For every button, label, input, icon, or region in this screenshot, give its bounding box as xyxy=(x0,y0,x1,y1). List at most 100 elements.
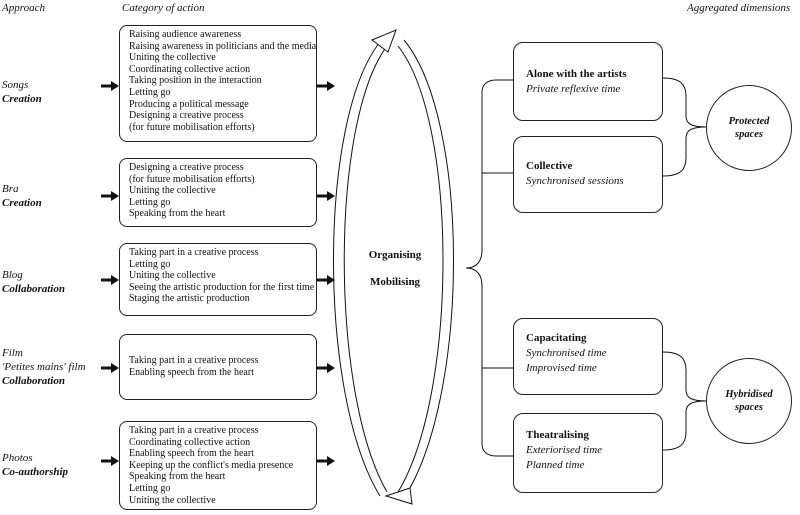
dimension-title: Theatralising xyxy=(526,429,589,441)
approach-name: Film xyxy=(2,347,23,359)
approach-mode: Co-authorship xyxy=(2,466,69,478)
action-item: Speaking from the heart xyxy=(129,208,226,220)
action-item: Uniting the collective xyxy=(129,185,216,197)
actions-box-blog: Taking part in a creative process Lettin… xyxy=(119,243,317,316)
action-item: Taking part in a creative process xyxy=(129,425,259,436)
arrowhead-bra-in xyxy=(111,191,119,201)
cycle-arrowhead-bottom xyxy=(384,487,413,505)
brace-hybridised-top xyxy=(662,351,707,402)
approach-name: Bra xyxy=(2,183,19,195)
approach-mode: Collaboration xyxy=(2,375,65,387)
arrowhead-blog-out xyxy=(327,275,335,285)
action-item: Designing a creative process xyxy=(129,110,244,122)
aggregate-label: Hybridised xyxy=(725,389,773,400)
action-item: Taking position in the interaction xyxy=(129,75,262,87)
aggregate-label: Protected xyxy=(728,116,770,127)
cycle-arrowhead-top xyxy=(371,29,397,53)
action-item: Seeing the artistic production for the f… xyxy=(129,281,315,293)
action-item: Letting go xyxy=(129,196,171,208)
dimension-subtitle: Synchronised sessions xyxy=(526,175,624,187)
header-approach: Approach xyxy=(2,2,45,14)
header-category: Category of action xyxy=(122,2,205,14)
action-item: Taking part in a creative process xyxy=(129,355,259,366)
dimension-subtitle: Planned time xyxy=(526,459,585,471)
actions-box-film: Taking part in a creative process Enabli… xyxy=(119,334,317,400)
dimension-alone-with-artists: Alone with the artists Private reflexive… xyxy=(513,42,663,121)
approach-film: Film 'Petites mains' film Collaboration xyxy=(2,346,86,388)
dimension-collective: Collective Synchronised sessions xyxy=(513,136,663,213)
cycle-left-inner xyxy=(343,45,388,493)
approach-name: Photos xyxy=(2,452,33,464)
cycle-left-outer xyxy=(333,41,381,497)
aggregate-label: spaces xyxy=(735,402,763,413)
arrowhead-bra-out xyxy=(327,191,335,201)
action-item: Keeping up the conflict's media presence xyxy=(129,459,294,471)
dimension-capacitating: Capacitating Synchronised time Improvise… xyxy=(513,318,663,395)
action-item: Coordinating collective action xyxy=(129,63,251,75)
dimension-subtitle: Synchronised time xyxy=(526,347,607,359)
action-item: Taking part in a creative process xyxy=(129,247,259,258)
action-item: Uniting the collective xyxy=(129,52,216,64)
action-item: Letting go xyxy=(129,258,171,270)
action-item: Uniting the collective xyxy=(129,270,216,282)
dimension-subtitle: Private reflexive time xyxy=(526,83,621,95)
action-item: (for future mobilisation efforts) xyxy=(129,173,255,185)
arrowhead-songs-out xyxy=(327,81,335,91)
aggregate-label: spaces xyxy=(734,129,763,140)
aggregate-hybridised-spaces: Hybridised spaces xyxy=(706,358,792,444)
action-item: Producing a political message xyxy=(129,98,249,110)
action-item: (for future mobilisation efforts) xyxy=(129,121,255,133)
arrowhead-film-out xyxy=(327,363,335,373)
dimension-title: Alone with the artists xyxy=(526,68,627,80)
actions-box-bra: Designing a creative process (for future… xyxy=(119,158,317,227)
action-item: Letting go xyxy=(129,86,171,98)
aggregate-protected-spaces: Protected spaces xyxy=(706,85,792,171)
braces-to-aggregates xyxy=(662,77,707,451)
action-item: Coordinating collective action xyxy=(129,436,251,448)
approach-mode: Creation xyxy=(2,197,42,209)
center-organising: Organising xyxy=(368,249,422,261)
action-item: Enabling speech from the heart xyxy=(129,448,254,460)
approach-photos: Photos Co-authorship xyxy=(2,451,68,479)
cycle-right-outer xyxy=(403,39,454,499)
output-arrows xyxy=(317,81,335,466)
dimension-title: Collective xyxy=(526,160,573,172)
action-item: Designing a creative process xyxy=(129,162,244,173)
action-item: Enabling speech from the heart xyxy=(129,366,254,378)
brace-protected-top xyxy=(662,77,707,128)
arrowhead-film-in xyxy=(111,363,119,373)
dimension-title: Capacitating xyxy=(526,332,587,344)
approach-blog: Blog Collaboration xyxy=(2,268,65,296)
approach-mode: Creation xyxy=(2,93,42,105)
cycle-arrows xyxy=(333,29,454,505)
approach-name-secondary: 'Petites mains' film xyxy=(2,361,86,373)
approach-name: Songs xyxy=(2,79,29,91)
arrowhead-photos-out xyxy=(327,456,335,466)
dimension-theatralising: Theatralising Exteriorised time Planned … xyxy=(513,413,663,493)
dimension-subtitle: Improvised time xyxy=(526,362,597,374)
actions-box-songs: Raising audience awareness Raising aware… xyxy=(119,25,317,142)
action-item: Letting go xyxy=(129,482,171,494)
approach-songs: Songs Creation xyxy=(2,78,42,106)
brace-protected-bottom xyxy=(662,126,707,177)
bracket-lower xyxy=(465,267,513,457)
arrowhead-blog-in xyxy=(111,275,119,285)
arrowhead-songs-in xyxy=(111,81,119,91)
approach-name: Blog xyxy=(2,269,23,281)
action-item: Speaking from the heart xyxy=(129,471,226,483)
brace-hybridised-bottom xyxy=(662,400,707,451)
approach-bra: Bra Creation xyxy=(2,182,42,210)
header-aggregated: Aggregated dimensions xyxy=(687,2,791,14)
approach-mode: Collaboration xyxy=(2,283,65,295)
action-item: Raising awareness in politicians and the… xyxy=(129,40,317,52)
bracket-right xyxy=(465,79,513,457)
dimension-subtitle: Exteriorised time xyxy=(526,444,603,456)
input-arrows xyxy=(101,81,119,466)
action-item: Staging the artistic production xyxy=(129,293,250,305)
bracket-upper xyxy=(465,79,513,269)
arrowhead-photos-in xyxy=(111,456,119,466)
actions-box-photos: Taking part in a creative process Coordi… xyxy=(119,421,317,510)
cycle-right-inner xyxy=(397,45,444,493)
action-item: Raising audience awareness xyxy=(129,29,242,40)
